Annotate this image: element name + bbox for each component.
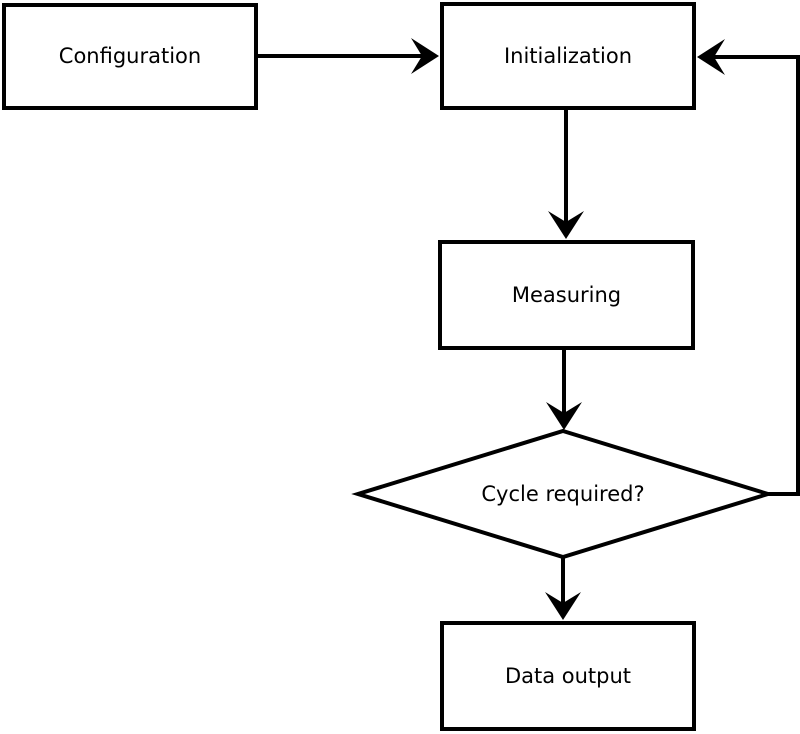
measuring-node-shape: [438, 240, 695, 350]
cycle-required-decision-diamond-shape: [351, 428, 775, 560]
edge-cycle-required-loop-to-initialization: [713, 55, 800, 496]
arrowhead-into-data-output-icon: [545, 592, 581, 620]
initialization-node-shape: [440, 2, 696, 110]
arrowhead-into-initialization-right-icon: [697, 39, 725, 75]
arrowhead-into-measuring-icon: [548, 211, 584, 239]
arrowhead-into-initialization-left-icon: [411, 38, 439, 74]
configuration-node-shape: [2, 3, 258, 110]
data-output-node-shape: [440, 621, 696, 731]
arrowhead-into-cycle-required-icon: [546, 402, 582, 430]
